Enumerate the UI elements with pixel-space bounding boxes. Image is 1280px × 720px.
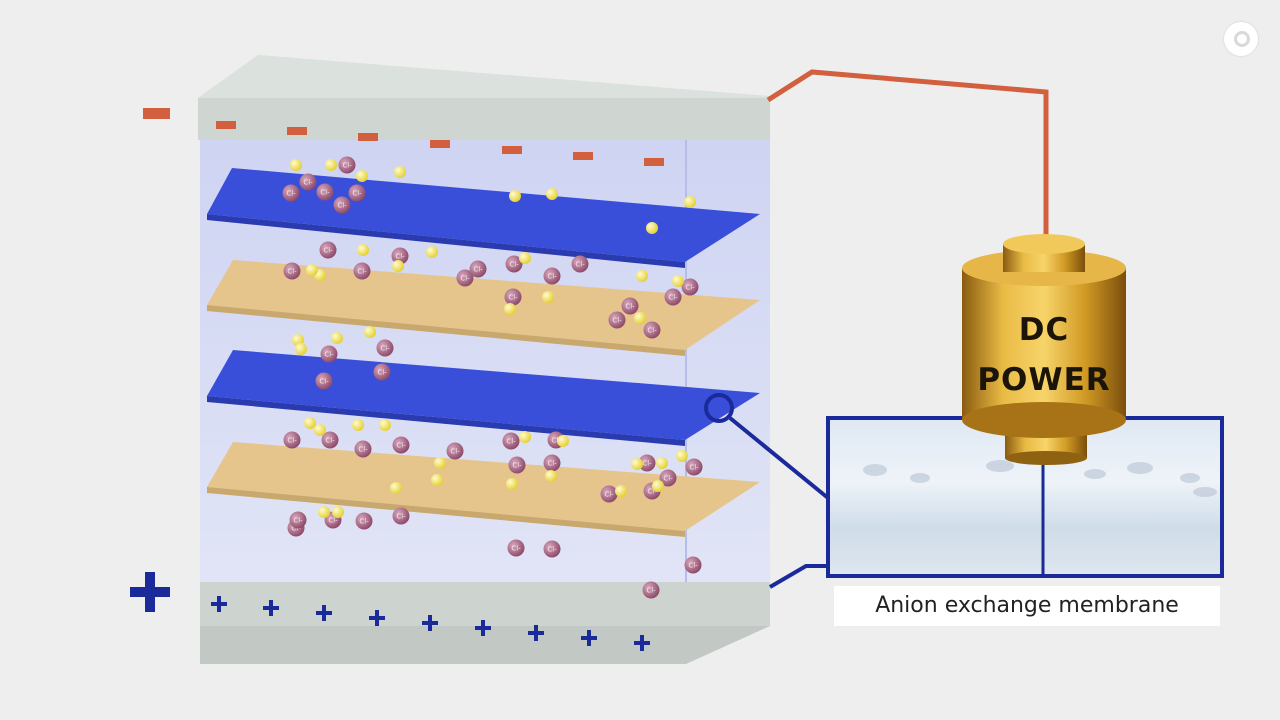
dc-power-label-line1: DC bbox=[962, 312, 1126, 348]
sodium-ion bbox=[331, 332, 343, 344]
ion-label: Cl- bbox=[473, 266, 483, 274]
ion-label: Cl- bbox=[324, 351, 334, 359]
ion-label: Cl- bbox=[352, 190, 362, 198]
sodium-ion bbox=[646, 222, 658, 234]
ion-label: Cl- bbox=[668, 294, 678, 302]
ring-logo-icon bbox=[1224, 22, 1258, 56]
ion-label: Cl- bbox=[688, 562, 698, 570]
ion-label: Cl- bbox=[663, 475, 673, 483]
sodium-ion bbox=[426, 246, 438, 258]
ion-label: Cl- bbox=[320, 189, 330, 197]
sodium-ion bbox=[379, 419, 391, 431]
sodium-ion bbox=[431, 474, 443, 486]
ion-label: Cl- bbox=[512, 462, 522, 470]
ion-label: Cl- bbox=[625, 303, 635, 311]
ion-label: Cl- bbox=[380, 345, 390, 353]
ion-label: Cl- bbox=[450, 448, 460, 456]
sodium-ion bbox=[684, 196, 696, 208]
ion-label: Cl- bbox=[506, 438, 516, 446]
sodium-ion bbox=[318, 506, 330, 518]
sodium-ion bbox=[352, 419, 364, 431]
ion-label: Cl- bbox=[359, 518, 369, 526]
dc-power-source bbox=[962, 234, 1126, 465]
ion-label: Cl- bbox=[647, 327, 657, 335]
ion-label: Cl- bbox=[547, 546, 557, 554]
ion-label: Cl- bbox=[357, 268, 367, 276]
ion-label: Cl- bbox=[604, 491, 614, 499]
sodium-ion bbox=[656, 457, 668, 469]
ion-label: Cl- bbox=[337, 202, 347, 210]
sodium-ion bbox=[546, 188, 558, 200]
sodium-ion bbox=[434, 457, 446, 469]
ion-label: Cl- bbox=[325, 437, 335, 445]
sodium-ion bbox=[306, 264, 318, 276]
sodium-ion bbox=[314, 424, 326, 436]
ion-label: Cl- bbox=[303, 179, 313, 187]
ion-label: Cl- bbox=[286, 190, 296, 198]
dc-power-label-line2: POWER bbox=[962, 362, 1126, 398]
sodium-ion bbox=[290, 159, 302, 171]
sodium-ion bbox=[504, 303, 516, 315]
ion-label: Cl- bbox=[342, 162, 352, 170]
sodium-ion bbox=[390, 482, 402, 494]
sodium-ion bbox=[357, 244, 369, 256]
sodium-ion bbox=[634, 312, 646, 324]
negative-terminal-sign bbox=[143, 108, 170, 119]
sodium-ion bbox=[356, 170, 368, 182]
ion-label: Cl- bbox=[396, 513, 406, 521]
ion-label: Cl- bbox=[509, 261, 519, 269]
sodium-ion bbox=[304, 417, 316, 429]
ion-label: Cl- bbox=[377, 369, 387, 377]
ion-label: Cl- bbox=[646, 587, 656, 595]
sodium-ion bbox=[509, 190, 521, 202]
sodium-ion bbox=[652, 480, 664, 492]
sodium-ion bbox=[672, 275, 684, 287]
ion-label: Cl- bbox=[319, 378, 329, 386]
cathode-plate bbox=[198, 55, 770, 140]
ion-label: Cl- bbox=[508, 294, 518, 302]
positive-terminal-sign bbox=[130, 572, 170, 612]
ion-label: Cl- bbox=[547, 273, 557, 281]
sodium-ion bbox=[325, 159, 337, 171]
ion-label: Cl- bbox=[396, 442, 406, 450]
sodium-ion bbox=[542, 291, 554, 303]
sodium-ion bbox=[557, 435, 569, 447]
sodium-ion bbox=[636, 270, 648, 282]
ion-label: Cl- bbox=[689, 464, 699, 472]
sodium-ion bbox=[332, 506, 344, 518]
ion-label: Cl- bbox=[293, 517, 303, 525]
sodium-ion bbox=[394, 166, 406, 178]
ion-label: Cl- bbox=[642, 460, 652, 468]
ion-label: Cl- bbox=[612, 317, 622, 325]
ion-label: Cl- bbox=[323, 247, 333, 255]
ion-label: Cl- bbox=[685, 284, 695, 292]
ion-label: Cl- bbox=[287, 268, 297, 276]
sodium-ion bbox=[519, 431, 531, 443]
ion-label: Cl- bbox=[547, 460, 557, 468]
sodium-ion bbox=[364, 326, 376, 338]
ion-label: Cl- bbox=[460, 275, 470, 283]
sodium-ion bbox=[676, 450, 688, 462]
sodium-ion bbox=[392, 260, 404, 272]
negative-wire bbox=[768, 72, 1046, 245]
sodium-ion bbox=[506, 478, 518, 490]
ion-label: Cl- bbox=[511, 545, 521, 553]
sodium-ion bbox=[295, 343, 307, 355]
sodium-ion bbox=[545, 470, 557, 482]
ion-label: Cl- bbox=[395, 253, 405, 261]
ion-label: Cl- bbox=[287, 437, 297, 445]
ion-label: Cl- bbox=[575, 261, 585, 269]
ion-label: Cl- bbox=[358, 446, 368, 454]
sodium-ion bbox=[615, 485, 627, 497]
sodium-ion bbox=[631, 458, 643, 470]
membrane-callout-label: Anion exchange membrane bbox=[834, 586, 1220, 626]
sodium-ion bbox=[519, 252, 531, 264]
